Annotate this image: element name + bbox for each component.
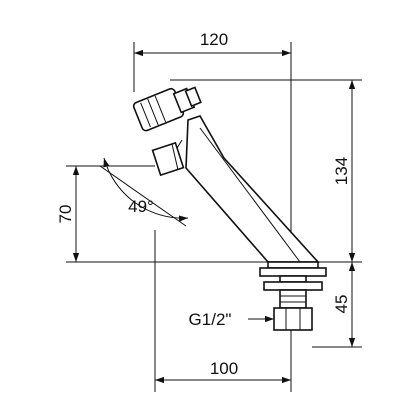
nozzle-line (171, 143, 179, 171)
extension-lines (66, 42, 362, 392)
dim-label-120: 120 (200, 30, 228, 49)
outlet-nozzle (151, 141, 185, 177)
hex-nut (273, 307, 313, 331)
mounting-plate-1 (259, 267, 327, 277)
angle-arc (103, 157, 189, 222)
dim-label-100: 100 (210, 359, 238, 378)
cap-ridge-2 (147, 98, 159, 126)
base-flange (267, 261, 319, 269)
mounting-fittings (259, 261, 327, 331)
cap-ridge-1 (140, 102, 151, 128)
nozzle-box (151, 141, 185, 177)
push-button-head (132, 86, 202, 132)
angle-ray-lower (99, 165, 187, 227)
threaded-stem-2 (279, 289, 307, 309)
thread-label: G1/2" (189, 310, 232, 329)
dim-label-70: 70 (56, 205, 75, 224)
spout-centerline-shade (199, 127, 301, 263)
spout-body (185, 115, 320, 263)
angle-label: 49° (128, 197, 154, 216)
dim-label-134: 134 (332, 157, 351, 185)
cap-ridge-3 (154, 95, 167, 123)
dimension-lines (72, 49, 356, 384)
threaded-stem-1 (279, 275, 307, 283)
dim-label-45: 45 (332, 295, 351, 314)
push-button-neck (184, 86, 202, 108)
faucet-body (132, 86, 327, 331)
mounting-plate-2 (263, 281, 323, 291)
